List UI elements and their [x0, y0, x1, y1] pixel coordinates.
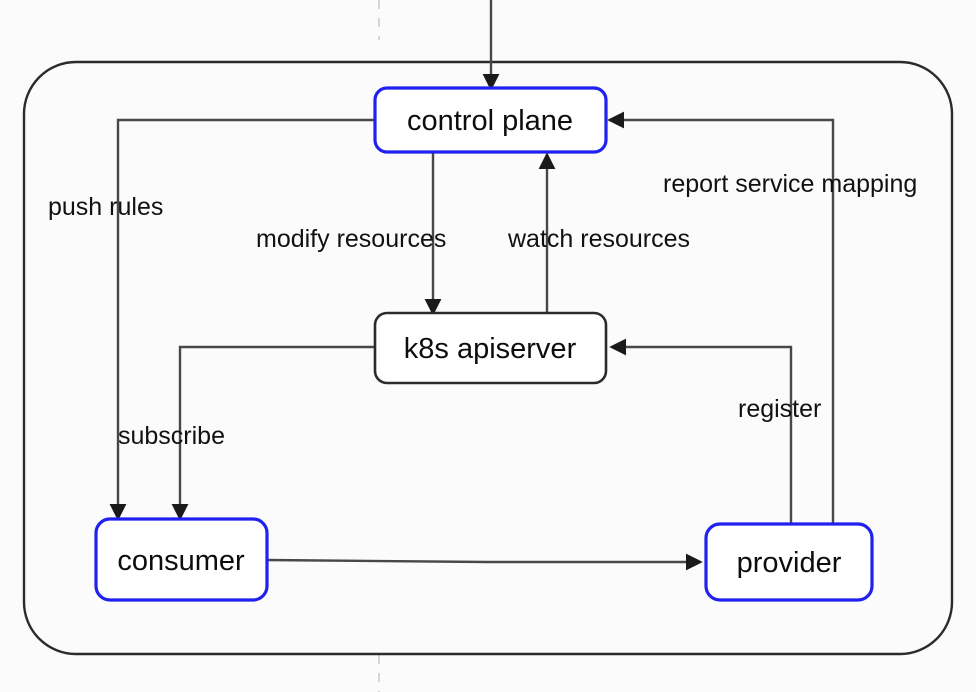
edge-label-watch-resources: watch resources: [507, 225, 690, 253]
edge-push-rules: [109, 118, 375, 521]
node-consumer-label: consumer: [117, 545, 245, 577]
node-provider-label: provider: [737, 547, 842, 579]
node-provider[interactable]: provider: [704, 522, 874, 602]
edge-label-subscribe: subscribe: [118, 422, 225, 450]
mesh-boundary: [22, 60, 954, 656]
node-consumer-box[interactable]: [94, 517, 269, 602]
edge-report-service-mapping: [607, 111, 835, 528]
edge-register: [609, 338, 793, 528]
edge-consumer-to-provider: [266, 553, 703, 571]
node-provider-box[interactable]: [704, 522, 874, 602]
edge-label-modify-resources: modify resources: [256, 225, 446, 253]
node-k8s-apiserver-label: k8s apiserver: [404, 333, 577, 365]
edge-subscribe: [171, 345, 375, 521]
node-consumer[interactable]: consumer: [94, 517, 269, 602]
node-control-plane[interactable]: control plane: [373, 86, 608, 154]
edge-label-push-rules: push rules: [48, 193, 163, 221]
edge-label-register: register: [738, 395, 821, 423]
node-k8s-apiserver-box[interactable]: [373, 311, 608, 385]
edge-label-report-service-mapping: report service mapping: [663, 170, 917, 198]
node-k8s-apiserver[interactable]: k8s apiserver: [373, 311, 608, 385]
node-control-plane-box[interactable]: [373, 86, 608, 154]
node-control-plane-label: control plane: [407, 105, 573, 137]
